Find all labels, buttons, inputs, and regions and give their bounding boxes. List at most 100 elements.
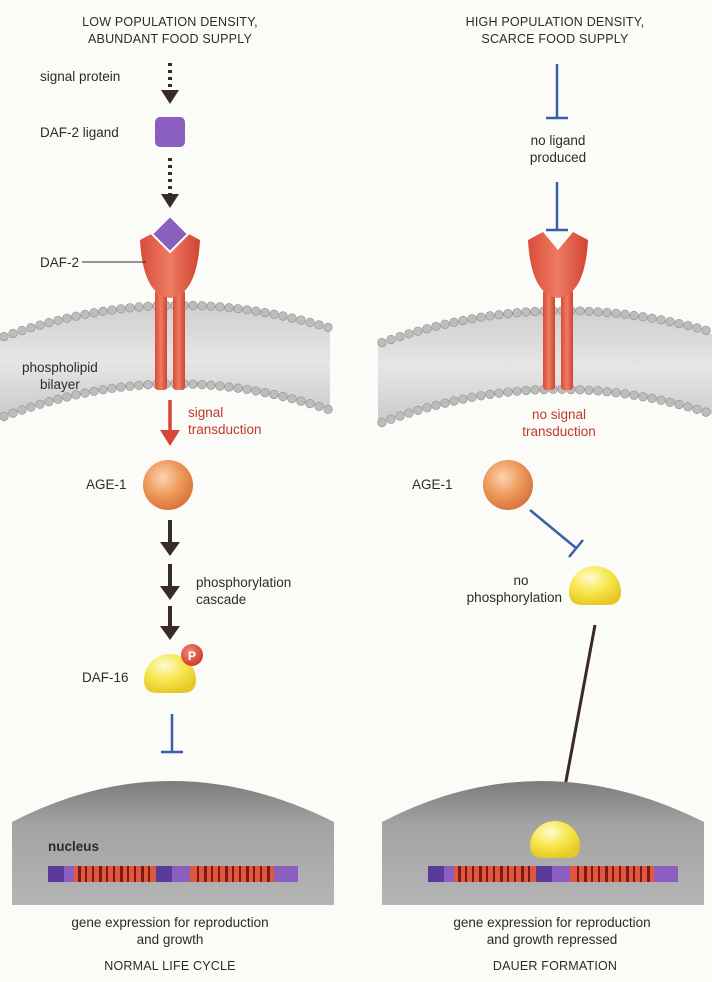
no-transduction-line2: transduction	[496, 423, 622, 440]
lipid-head	[306, 399, 315, 408]
left-expression-line2: and growth	[40, 931, 300, 948]
lipid-head	[387, 415, 396, 424]
lipid-head	[396, 332, 405, 341]
dna-stripe	[246, 866, 249, 882]
lipid-head	[630, 311, 639, 320]
lipid-head	[36, 321, 45, 330]
lipid-head	[684, 403, 693, 412]
lipid-head	[657, 316, 666, 325]
lipid-head	[693, 405, 702, 414]
lipid-head	[531, 307, 540, 316]
no-ligand-label: no ligand produced	[500, 132, 616, 166]
dna-segment	[64, 866, 74, 882]
left-expression-line1: gene expression for reproduction	[40, 914, 300, 931]
lipid-head	[459, 395, 468, 404]
lipid-head	[468, 314, 477, 323]
lipid-head	[576, 385, 585, 394]
lipid-head	[126, 303, 135, 312]
lipid-head	[666, 317, 675, 326]
dna-segment	[536, 866, 552, 882]
lipid-head	[432, 322, 441, 331]
lipid-head	[315, 320, 324, 329]
dna-stripe	[521, 866, 524, 882]
no-transduction-line1: no signal	[496, 406, 622, 423]
dna-segment	[428, 866, 444, 882]
lipid-head	[378, 418, 387, 427]
left-condition: LOW POPULATION DENSITY, ABUNDANT FOOD SU…	[50, 14, 290, 48]
dna-stripe	[486, 866, 488, 882]
lipid-head	[684, 321, 693, 330]
lipid-head	[198, 380, 207, 389]
lipid-head	[207, 381, 216, 390]
dna-stripe	[239, 866, 241, 882]
daf16-protein-right	[569, 566, 621, 605]
inhibition-daf16	[161, 714, 183, 752]
lipid-head	[234, 304, 243, 313]
lipid-head	[0, 412, 8, 421]
dna-left	[48, 866, 298, 882]
dna-stripe	[472, 866, 474, 882]
lipid-head	[72, 312, 81, 321]
lipid-head	[261, 308, 270, 317]
lipid-head	[522, 308, 531, 317]
lipid-head	[594, 387, 603, 396]
dna-stripe	[253, 866, 255, 882]
lipid-head	[18, 406, 27, 415]
dna-stripe	[225, 866, 228, 882]
lipid-head	[702, 326, 711, 335]
lipid-head	[81, 310, 90, 319]
lipid-head	[621, 310, 630, 319]
cascade-line1: phosphorylation	[196, 574, 291, 591]
lipid-head	[603, 308, 612, 317]
lipid-head	[0, 332, 8, 341]
age1-label-left: AGE-1	[86, 476, 127, 493]
lipid-head	[279, 392, 288, 401]
dna-stripe	[148, 866, 150, 882]
lipid-head	[477, 391, 486, 400]
lipid-head	[531, 386, 540, 395]
lipid-head	[441, 399, 450, 408]
dna-stripe	[500, 866, 503, 882]
dna-stripe	[99, 866, 102, 882]
lipid-head	[261, 388, 270, 397]
right-condition-line2: SCARCE FOOD SUPPLY	[420, 31, 690, 48]
dna-stripe	[204, 866, 207, 882]
lipid-head	[108, 384, 117, 393]
lipid-head	[648, 314, 657, 323]
dna-stripe	[640, 866, 642, 882]
dna-stripe	[612, 866, 614, 882]
lipid-head	[432, 401, 441, 410]
dna-stripe	[514, 866, 516, 882]
dna-stripe	[528, 866, 530, 882]
lipid-head	[270, 310, 279, 319]
inhibition-phosphorylation	[530, 510, 583, 557]
daf2-ligand-label: DAF-2 ligand	[40, 124, 119, 141]
no-phos-line2: phosphorylation	[450, 589, 562, 606]
lipid-head	[198, 301, 207, 310]
daf2-ligand-square	[155, 117, 185, 147]
dna-stripe	[141, 866, 144, 882]
dna-stripe	[647, 866, 650, 882]
lipid-head	[9, 409, 18, 418]
lipid-head	[612, 388, 621, 397]
bilayer-line2: bilayer	[22, 376, 98, 393]
dna-stripe	[260, 866, 262, 882]
dna-stripe	[232, 866, 234, 882]
transduction-arrow	[160, 400, 180, 446]
no-phos-line1: no	[450, 572, 562, 589]
lipid-head	[585, 307, 594, 316]
lipid-head	[486, 390, 495, 399]
daf16-label: DAF-16	[82, 669, 129, 686]
lipid-head	[27, 323, 36, 332]
lipid-head	[630, 391, 639, 400]
age1-circle-left	[143, 460, 193, 510]
dna-stripe	[619, 866, 621, 882]
lipid-head	[9, 329, 18, 338]
no-phosphorylation-label: no phosphorylation	[450, 572, 562, 606]
left-condition-line1: LOW POPULATION DENSITY,	[50, 14, 290, 31]
left-outcome: NORMAL LIFE CYCLE	[40, 958, 300, 975]
lipid-head	[234, 384, 243, 393]
dna-stripe	[626, 866, 629, 882]
dna-stripe	[605, 866, 608, 882]
lipid-head	[495, 389, 504, 398]
